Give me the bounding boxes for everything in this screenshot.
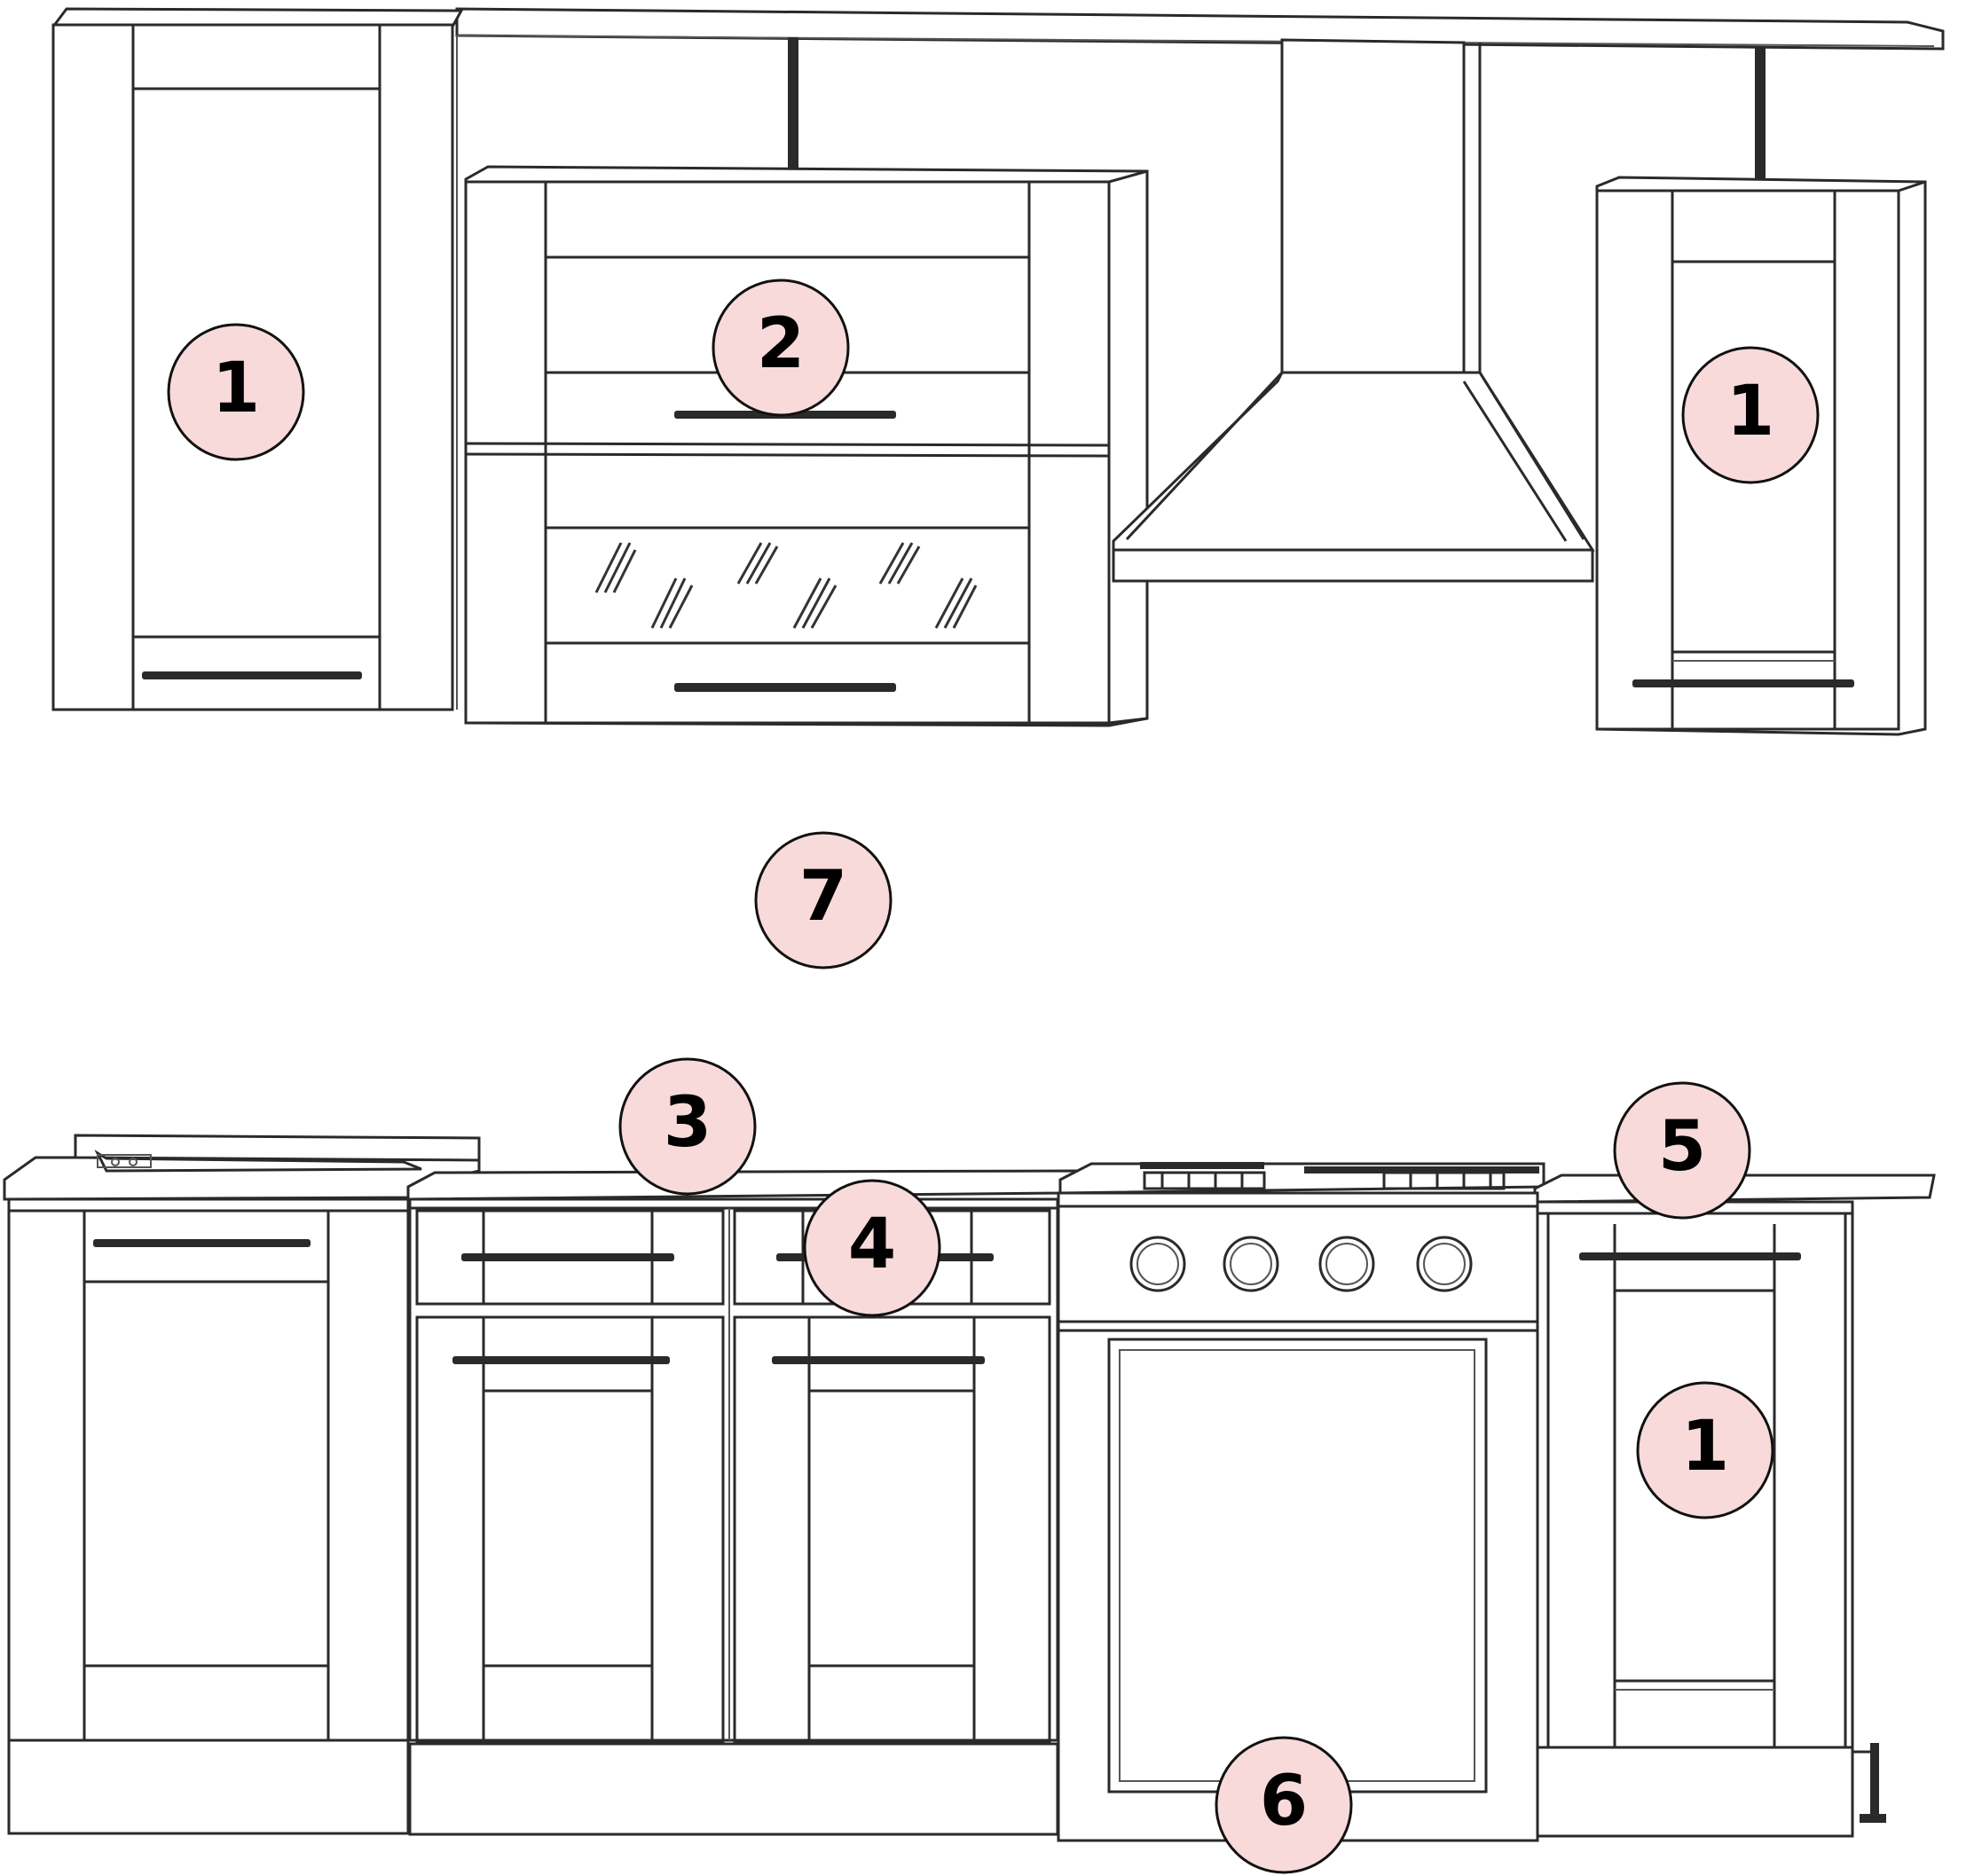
svg-text:2: 2 (757, 304, 805, 384)
svg-text:6: 6 (1260, 1762, 1308, 1841)
callout-7: 7 (754, 831, 893, 969)
svg-text:1: 1 (1681, 1407, 1729, 1487)
callout-1-upper-right: 1 (1681, 346, 1820, 484)
callout-1-upper-left: 1 (167, 323, 305, 461)
lower-right-cabinet (1536, 1200, 1886, 1838)
svg-text:5: 5 (1658, 1107, 1706, 1187)
range-hood (1112, 38, 1595, 583)
glass-reflection-marks (594, 542, 978, 629)
top-shelf (455, 7, 1945, 51)
svg-text:1: 1 (212, 349, 260, 428)
hob-burners (1140, 1162, 1539, 1190)
callout-6-oven: 6 (1215, 1736, 1353, 1874)
callout-4-drawers: 4 (803, 1179, 941, 1317)
callout-3-countertop: 3 (618, 1057, 757, 1196)
callout-5-hob: 5 (1613, 1081, 1751, 1220)
lower-left-sink-cabinet (7, 1197, 410, 1835)
callout-2-upper-middle: 2 (712, 279, 850, 417)
shelf-brackets (788, 37, 1766, 179)
lower-middle-cabinets (408, 1197, 1059, 1836)
svg-text:3: 3 (664, 1083, 712, 1163)
svg-text:1: 1 (1726, 372, 1774, 451)
oven (1057, 1191, 1539, 1842)
callout-1-lower-right: 1 (1636, 1381, 1774, 1519)
svg-text:4: 4 (848, 1205, 896, 1284)
svg-text:7: 7 (799, 857, 847, 937)
upper-middle-cabinet (464, 165, 1149, 727)
sink (97, 1154, 152, 1168)
